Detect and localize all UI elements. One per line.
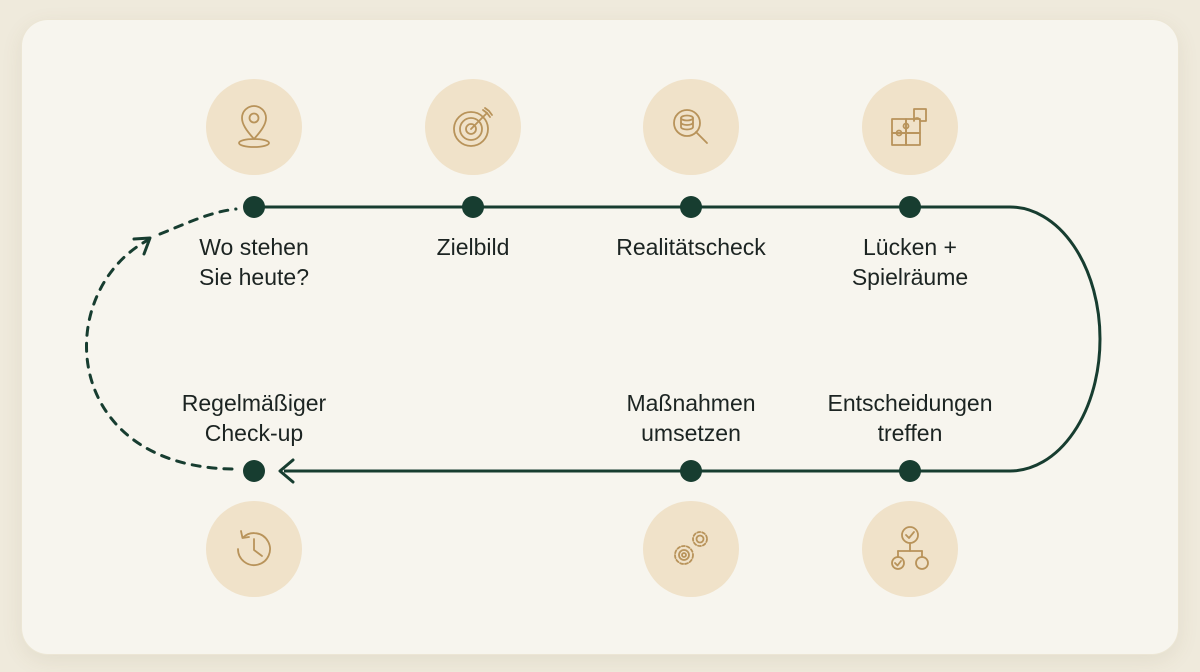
dashed-return-loop-end (158, 207, 238, 236)
dashed-arrowhead (132, 236, 152, 256)
step-label-reality-check: Realitätscheck (616, 234, 766, 260)
node-step-4 (899, 196, 921, 218)
step-label-where-are-you: Wo stehen Sie heute? (199, 234, 309, 290)
target-icon (425, 79, 521, 175)
step-label-regular-checkup: Regelmäßiger Check-up (181, 390, 327, 446)
node-step-2 (462, 196, 484, 218)
node-step-7 (243, 460, 265, 482)
location-pin-icon (206, 79, 302, 175)
step-label-make-decisions: Entscheidungen treffen (827, 390, 993, 446)
history-clock-icon (206, 501, 302, 597)
database-search-icon (643, 79, 739, 175)
node-step-1 (243, 196, 265, 218)
node-step-3 (680, 196, 702, 218)
step-label-gaps-and-scope: Lücken + Spielräume (851, 234, 969, 290)
right-curve-connector (910, 205, 1102, 473)
decision-flow-icon (862, 501, 958, 597)
step-label-implement-measures: Maßnahmen umsetzen (626, 390, 756, 446)
bottom-arrowhead (278, 458, 295, 484)
node-step-5 (899, 460, 921, 482)
step-label-target-picture: Zielbild (436, 234, 510, 260)
node-step-6 (680, 460, 702, 482)
puzzle-icon (862, 79, 958, 175)
gears-icon (643, 501, 739, 597)
